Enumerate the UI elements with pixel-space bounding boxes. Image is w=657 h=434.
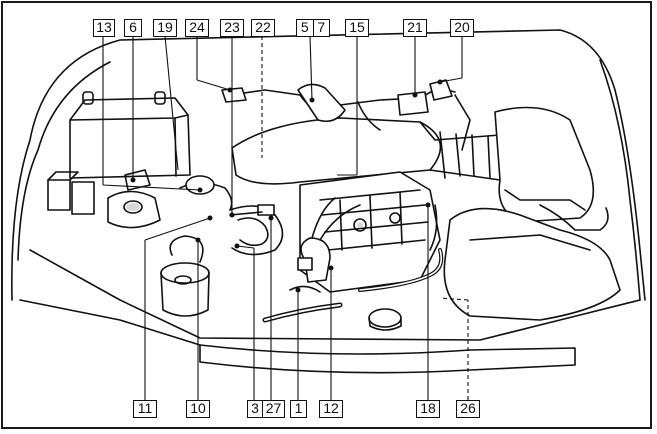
callout-13: 13 [93, 19, 115, 37]
right-fender-line [599, 59, 641, 301]
callout-23: 23 [220, 19, 244, 37]
callout-11: 11 [133, 400, 157, 418]
strut-tower [443, 207, 621, 321]
callout-26: 26 [456, 400, 480, 418]
callout-12: 12 [319, 400, 343, 418]
callout-21: 21 [403, 19, 427, 37]
callout-5-7: 5 7 [296, 19, 330, 37]
callout-19: 19 [153, 19, 177, 37]
oil-filler-cap [368, 308, 402, 328]
reservoir-cap [160, 262, 210, 284]
callout-20: 20 [450, 19, 474, 37]
callout-3-27: 3 27 [247, 400, 285, 418]
callout-22: 22 [251, 19, 275, 37]
left-fender-line [17, 61, 111, 261]
bottom-crossmember [29, 249, 641, 341]
callout-3: 3 [251, 400, 259, 416]
callout-18: 18 [416, 400, 440, 418]
callout-7: 7 [312, 20, 330, 36]
callout-1: 1 [290, 400, 307, 418]
diagram-frame [1, 1, 652, 429]
engine-block [299, 171, 441, 293]
callout-6: 6 [124, 19, 142, 37]
callout-15: 15 [345, 19, 369, 37]
air-cleaner [494, 106, 595, 223]
left-lower-edge [19, 299, 201, 346]
callout-10: 10 [186, 400, 210, 418]
bumper-line [199, 344, 576, 374]
callout-5: 5 [300, 19, 309, 35]
air-intake-hose [231, 117, 442, 185]
callout-27: 27 [262, 401, 284, 417]
callout-24: 24 [185, 19, 209, 37]
body-outline [11, 29, 646, 301]
relay-box-left [47, 179, 71, 211]
